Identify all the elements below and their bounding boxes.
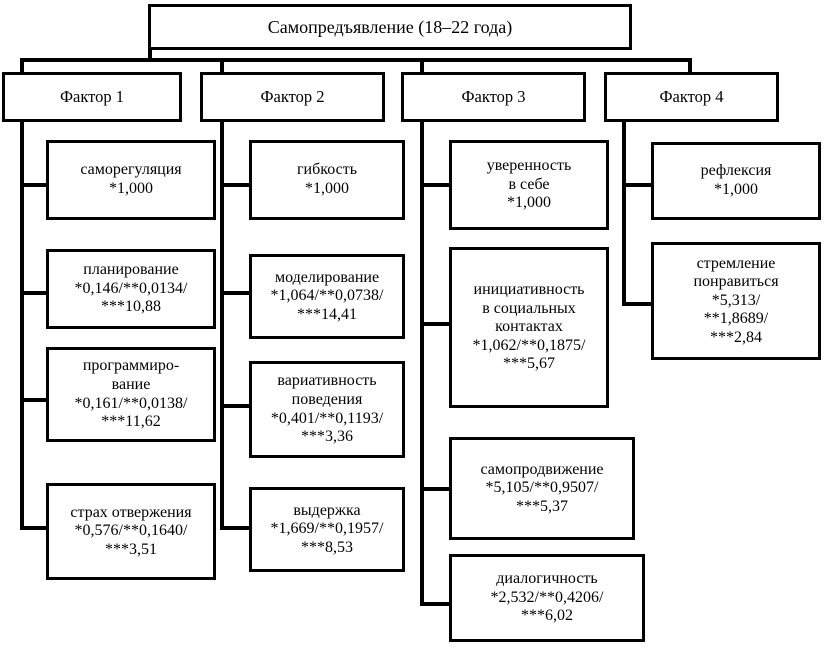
factor-node-4-label: Фактор 4 [659,87,724,107]
leaf-node-f1-planirovanie: планирование *0,146/**0,0134/ ***10,88 [46,249,216,329]
leaf-node-f1-saморегуляция: саморегуляция *1,000 [46,140,216,220]
connector-factor-bus [20,58,692,62]
leaf-node-text: программиро- вание *0,161/**0,0138/ ***1… [74,357,188,431]
connector-stub-f4-c1 [622,183,653,187]
root-node-self-presentation: Самопредъявление (18–22 года) [148,4,632,50]
connector-stub-f3-c2 [420,322,451,326]
leaf-node-f2-variativnost: вариативность поведения *0,401/**0,1193/… [249,361,405,458]
connector-spine-factor-3 [420,122,424,606]
connector-stub-f4-c2 [622,302,653,306]
leaf-node-text: вариативность поведения *0,401/**0,1193/… [270,372,384,446]
leaf-node-text: выдержка *1,669/**0,1957/ ***8,53 [270,501,384,556]
leaf-node-text: инициативность в социальных контактах *1… [472,281,586,373]
leaf-node-text: стремление понравиться *5,313/ **1,8689/… [693,254,779,346]
leaf-node-f3-samoprodvizhenie: самопродвижение *5,105/**0,9507/ ***5,37 [449,437,635,540]
leaf-node-text: саморегуляция *1,000 [80,161,182,197]
leaf-node-f2-vyderzhka: выдержка *1,669/**0,1957/ ***8,53 [249,487,405,572]
connector-bus-to-factor-3 [420,58,424,74]
connector-stub-f1-c1 [20,183,48,187]
connector-bus-to-factor-4 [688,58,692,74]
connector-spine-factor-4 [622,122,626,306]
factor-node-4: Фактор 4 [604,72,779,122]
leaf-node-text: моделирование *1,064/**0,0738/ ***14,41 [270,268,384,323]
leaf-node-text: самопродвижение *5,105/**0,9507/ ***5,37 [480,460,604,515]
leaf-node-f4-stremlenie-ponravitsya: стремление понравиться *5,313/ **1,8689/… [651,242,821,360]
connector-title-drop [148,50,152,62]
connector-stub-f1-c3 [20,398,48,402]
leaf-node-f3-dialogichnost: диалогичность *2,532/**0,4206/ ***6,02 [449,554,645,642]
connector-stub-f1-c4 [20,526,48,530]
connector-stub-f2-c1 [220,183,251,187]
connector-stub-f3-c3 [420,487,451,491]
leaf-node-f2-gibkost: гибкость *1,000 [249,140,405,220]
leaf-node-text: страх отвержения *0,576/**0,1640/ ***3,5… [70,503,192,558]
connector-bus-to-factor-2 [220,58,224,74]
connector-spine-factor-1 [20,122,24,530]
connector-stub-f1-c2 [20,291,48,295]
leaf-node-f1-programmirovanie: программиро- вание *0,161/**0,0138/ ***1… [46,347,216,442]
connector-stub-f3-c4 [420,602,451,606]
leaf-node-text: гибкость *1,000 [296,161,357,197]
leaf-node-f3-uverennost: уверенность в себе *1,000 [449,140,609,230]
leaf-node-text: рефлексия *1,000 [700,162,772,198]
factor-node-2: Фактор 2 [200,72,385,122]
connector-bus-to-factor-1 [20,58,24,74]
leaf-node-f2-modelirovanie: моделирование *1,064/**0,0738/ ***14,41 [249,254,405,339]
factor-node-2-label: Фактор 2 [260,87,325,107]
leaf-node-f4-refleksiya: рефлексия *1,000 [651,142,821,220]
connector-spine-factor-2 [220,122,224,530]
leaf-node-text: планирование *0,146/**0,0134/ ***10,88 [74,261,188,316]
factor-node-3-label: Фактор 3 [461,87,526,107]
leaf-node-f1-strah-otverzheniya: страх отвержения *0,576/**0,1640/ ***3,5… [46,483,216,580]
connector-stub-f2-c3 [220,404,251,408]
connector-stub-f2-c2 [220,291,251,295]
connector-stub-f2-c4 [220,526,251,530]
leaf-node-f3-iniciativnost: инициативность в социальных контактах *1… [449,247,609,408]
leaf-node-text: диалогичность *2,532/**0,4206/ ***6,02 [490,570,604,625]
factor-node-1: Фактор 1 [2,72,182,122]
leaf-node-text: уверенность в себе *1,000 [486,157,572,212]
factor-node-3: Фактор 3 [401,72,586,122]
factor-node-1-label: Фактор 1 [59,87,125,107]
root-node-label: Самопредъявление (18–22 года) [267,16,513,37]
connector-stub-f3-c1 [420,183,451,187]
